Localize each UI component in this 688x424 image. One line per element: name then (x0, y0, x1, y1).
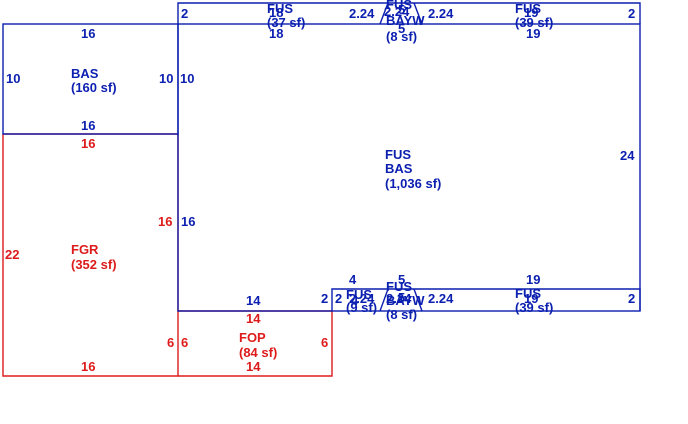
top-right-dim: 2 (628, 6, 635, 21)
top-fus-b-area: (39 sf) (515, 15, 553, 30)
bot-bayw-code-2: BAYW (386, 293, 425, 308)
top-bayw-code-2: BAYW (386, 13, 425, 28)
bot-a-top-dim: 4 (349, 272, 357, 287)
fgr-top-dim: 16 (81, 136, 95, 151)
fgr-left-dim: 22 (5, 247, 19, 262)
bot-a-bottom-dim: 4 (351, 293, 359, 308)
bas-bottom-dim: 16 (81, 118, 95, 133)
fop-bottom-dim: 14 (246, 359, 261, 374)
top-diag-mid-dim: 2.24 (384, 4, 410, 19)
top-bay-top-dim: 5 (398, 2, 405, 17)
bot-right-dim: 2 (628, 291, 635, 306)
top-diag-left-dim: 2.24 (349, 6, 375, 21)
top-a-top-dim: 18 (269, 5, 283, 20)
top-fus-a-area: (37 sf) (267, 15, 305, 30)
bot-diag-left-dim: 2.24 (349, 291, 375, 306)
bot-fus-b-area: (39 sf) (515, 300, 553, 315)
main-right-dim: 24 (620, 148, 635, 163)
main-left-lower-dim: 16 (181, 214, 195, 229)
main-left-upper-dim: 10 (180, 71, 194, 86)
bottom-bumpout-outline (331, 288, 641, 312)
fop-area: (84 sf) (239, 345, 277, 360)
fop-left-dim-inner: 6 (181, 335, 188, 350)
bas-left-dim: 10 (6, 71, 20, 86)
bot-b-top-dim: 19 (526, 272, 540, 287)
bas-left-area: (160 sf) (71, 80, 117, 95)
bot-fus-b-code: FUS (515, 286, 541, 301)
main-code-1: FUS (385, 147, 411, 162)
bas-top-dim: 16 (81, 26, 95, 41)
top-b-top-dim: 19 (524, 5, 538, 20)
bot-b-bottom-dim: 19 (524, 291, 538, 306)
bot-bay-bottom-dim: 5 (398, 290, 405, 305)
top-fus-b-code: FUS (515, 1, 541, 16)
bot-fus-a-code: FUS (346, 287, 372, 302)
top-fus-a-code: FUS (267, 1, 293, 16)
bot-bayw-area: (8 sf) (386, 307, 417, 322)
bot-left-dim-a: 2 (321, 291, 328, 306)
bot-bay-top-dim: 5 (398, 272, 405, 287)
bot-diag-right-dim: 2.24 (428, 291, 454, 306)
top-left-dim: 2 (181, 6, 188, 21)
bot-diag-mid-dim: 2.24 (386, 291, 412, 306)
bas-left-code: BAS (71, 66, 99, 81)
fop-left-dim: 6 (167, 335, 174, 350)
fgr-bottom-dim: 16 (81, 359, 95, 374)
fgr-code: FGR (71, 242, 99, 257)
bot-bayw-code-1: FUS (386, 279, 412, 294)
bas-right-dim: 10 (159, 71, 173, 86)
fop-code: FOP (239, 330, 266, 345)
main-area: (1,036 sf) (385, 176, 441, 191)
top-bumpout-outline (177, 2, 641, 25)
main-outline (177, 23, 641, 312)
bot-fus-a-area: (9 sf) (346, 300, 377, 315)
top-diag-right-dim: 2.24 (428, 6, 454, 21)
top-bayw-area: (8 sf) (386, 29, 417, 44)
top-bayw-code-1: FUS (386, 0, 412, 12)
main-code-2: BAS (385, 161, 413, 176)
top-a-bottom-dim: 18 (269, 26, 283, 41)
bot-left-dim-b: 2 (335, 291, 342, 306)
fgr-right-dim: 16 (158, 214, 172, 229)
main-bottom-left-dim: 14 (246, 293, 261, 308)
fgr-area: (352 sf) (71, 257, 117, 272)
top-bay-bottom-dim: 5 (398, 21, 405, 36)
fop-top-dim: 14 (246, 311, 261, 326)
fop-right-dim: 6 (321, 335, 328, 350)
top-b-bottom-dim: 19 (526, 26, 540, 41)
